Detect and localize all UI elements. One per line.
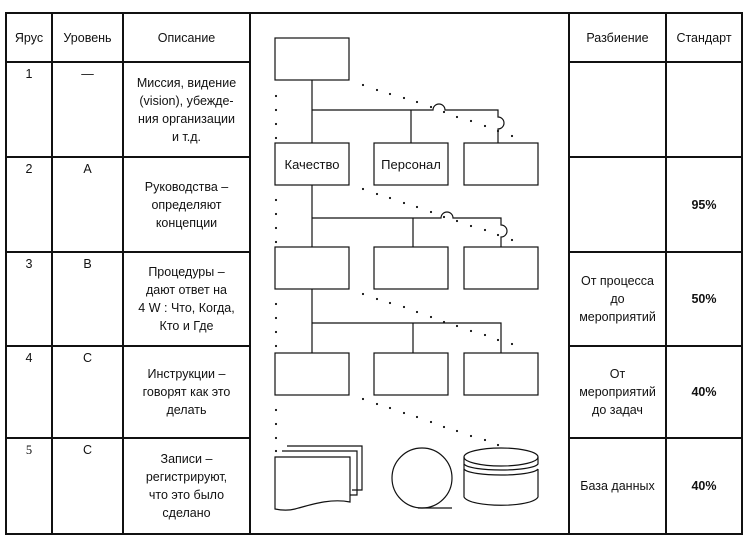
level4-box	[373, 352, 449, 396]
level-cell: B	[83, 257, 92, 271]
hierarchy-diagram: Качество Персонал	[274, 37, 539, 511]
row-divider	[5, 437, 251, 439]
header-tier: Ярус	[14, 30, 44, 45]
standard-cell: 40%	[691, 385, 717, 399]
column-divider	[51, 12, 53, 535]
level2-label-personnel: Персонал	[381, 157, 441, 172]
tier-cell: 2	[25, 162, 33, 176]
row-divider	[568, 437, 743, 439]
level2-box-personnel	[373, 142, 449, 186]
description-cell: Процедуры – дают ответ на 4 W : Что, Ког…	[138, 265, 235, 333]
tier-cell: 3	[25, 257, 33, 271]
tier-cell: 4	[25, 351, 33, 365]
header-level: Уровень	[63, 30, 112, 45]
standard-cell	[667, 63, 741, 156]
description-cell: Миссия, видение (vision), убежде- ния ор…	[136, 75, 237, 144]
database-cylinder-icon	[463, 447, 539, 506]
level3-box	[274, 246, 350, 290]
level-cell: C	[82, 351, 93, 365]
dotted-guide-diagonal	[361, 83, 514, 447]
breakdown-cell	[570, 158, 665, 251]
header-description: Описание	[157, 30, 216, 45]
breakdown-cell	[570, 63, 665, 156]
header-breakdown: Разбиение	[586, 30, 649, 45]
level-cell: C	[82, 443, 93, 457]
documents-stack-icon	[274, 445, 363, 511]
column-divider	[122, 12, 124, 535]
standard-cell: 50%	[691, 292, 717, 306]
description-cell: Записи – регистрируют, что это было сдел…	[145, 452, 228, 520]
description-cell: Руководства – определяют концепции	[144, 179, 229, 230]
level2-label-quality: Качество	[285, 157, 340, 172]
standard-cell: 40%	[691, 479, 717, 493]
level2-box-empty	[463, 142, 539, 186]
row-divider	[568, 61, 743, 63]
row-divider	[5, 345, 251, 347]
mission-box	[274, 37, 350, 81]
level-cell: —	[81, 67, 94, 81]
breakdown-cell: От мероприятий до задач	[579, 367, 656, 417]
row-divider	[568, 345, 743, 347]
level3-box	[463, 246, 539, 290]
row-divider	[5, 251, 251, 253]
circle-icon	[391, 447, 453, 509]
breakdown-cell: От процесса до мероприятий	[579, 274, 656, 324]
level4-box	[463, 352, 539, 396]
connector-bar	[312, 211, 508, 247]
row-divider	[5, 61, 251, 63]
breakdown-cell: База данных	[580, 479, 655, 493]
tier-cell: 5	[25, 443, 33, 457]
level3-box	[373, 246, 449, 290]
row-divider	[568, 251, 743, 253]
header-standard: Стандарт	[676, 30, 732, 45]
connector-bar	[312, 103, 505, 143]
column-divider	[665, 12, 667, 535]
row-divider	[5, 156, 251, 158]
connector-bar	[312, 322, 502, 353]
hierarchy-table	[5, 12, 743, 535]
level4-box	[274, 352, 350, 396]
row-divider	[568, 156, 743, 158]
standard-cell: 95%	[691, 197, 717, 212]
column-divider	[249, 12, 251, 535]
tier-cell: 1	[25, 67, 33, 81]
level-cell: A	[83, 162, 92, 176]
column-divider	[568, 12, 570, 535]
dotted-guide-left	[274, 94, 278, 453]
description-cell: Инструкции – говорят как это делать	[142, 367, 231, 417]
